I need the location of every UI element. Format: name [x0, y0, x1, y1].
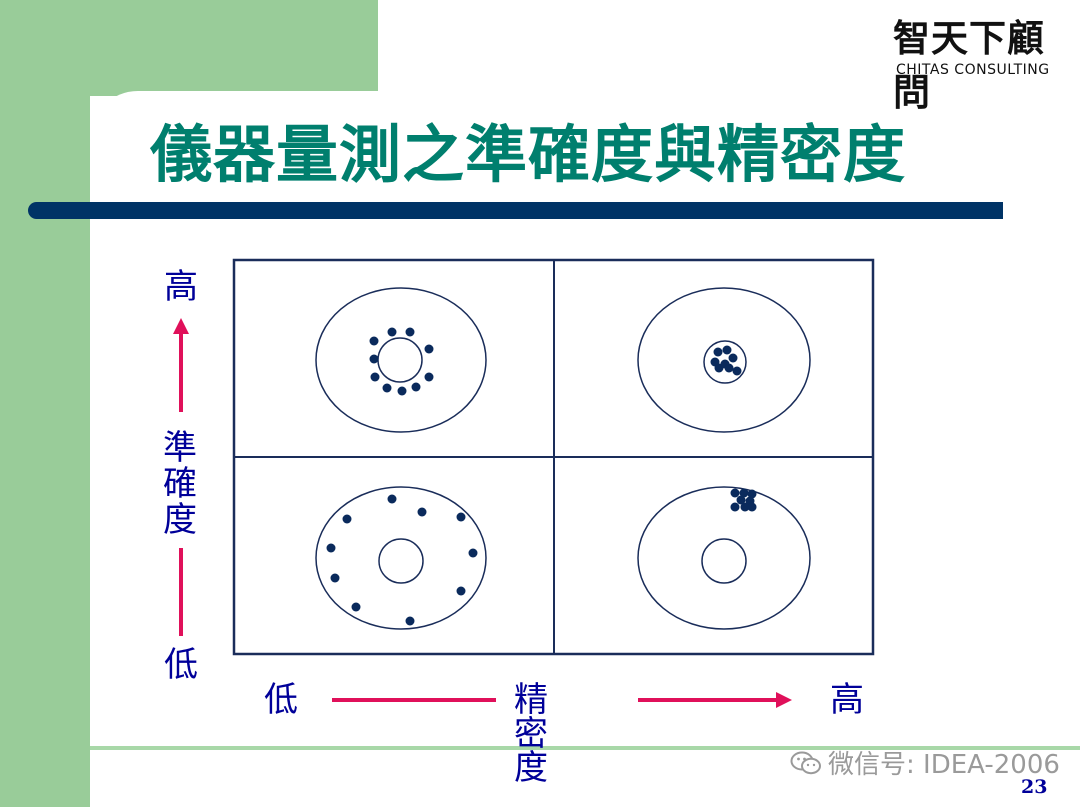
page-number: 23 [1021, 776, 1048, 798]
watermark-text: 微信号: IDEA-2006 [828, 750, 1060, 780]
x-axis-arrow [332, 692, 792, 708]
measurement-dots [326, 494, 478, 626]
brand-name-english: CHITAS CONSULTING [896, 62, 1050, 78]
target-outer [315, 287, 487, 433]
measurement-dots [730, 488, 757, 512]
footer-divider [90, 746, 1080, 750]
y-axis-label: 準確度 [163, 428, 197, 541]
x-axis-low-label: 低 [264, 680, 298, 720]
target-center [378, 538, 424, 584]
measurement-dots [710, 345, 742, 376]
y-axis-high-label: 高 [164, 267, 198, 307]
measurement-dots [369, 327, 434, 396]
quadrant-high-accuracy-high-precision [637, 287, 811, 433]
quadrant-high-accuracy-low-precision [315, 287, 487, 433]
wechat-icon [790, 751, 821, 774]
y-axis-arrow [173, 318, 189, 636]
target-center [703, 340, 747, 384]
y-axis-low-label: 低 [164, 645, 198, 685]
target-center [377, 337, 423, 383]
x-axis-high-label: 高 [830, 680, 864, 720]
x-axis-label: 精密度 [514, 680, 548, 788]
brand-name-chinese: 智天下顧問 [893, 16, 1045, 114]
background-green-left [0, 0, 90, 807]
target-outer [637, 287, 811, 433]
title-underline-bar [28, 202, 1003, 219]
quadrant-low-accuracy-high-precision [637, 486, 811, 630]
target-center [701, 538, 747, 584]
target-outer [315, 486, 487, 630]
quadrant-low-accuracy-low-precision [315, 486, 487, 630]
slide-title: 儀器量測之準確度與精密度 [150, 118, 907, 191]
watermark: 微信号: IDEA-2006 [790, 744, 1060, 781]
target-outer [637, 486, 811, 630]
